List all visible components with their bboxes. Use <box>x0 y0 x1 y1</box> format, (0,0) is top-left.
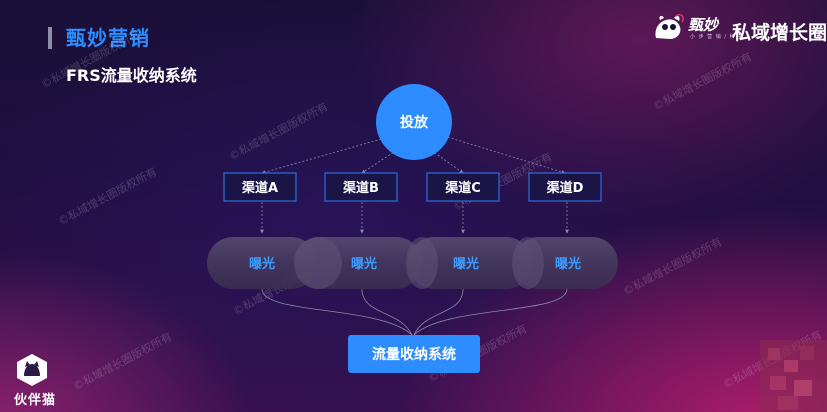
brand-name: 私域增长圈 <box>732 22 827 44</box>
exposure-tubes <box>207 237 618 289</box>
arrow-to-channel-d <box>443 135 566 174</box>
tube-overlap <box>294 237 342 289</box>
channel-box-c <box>426 172 500 202</box>
channel-boxes: 渠道A 渠道B 渠道C 渠道D <box>223 172 602 202</box>
source-label: 投放 <box>400 114 429 131</box>
converge-curves <box>261 288 568 336</box>
cat-badge-icon <box>17 354 47 386</box>
badge-text: 伙伴猫 <box>14 393 57 408</box>
page-title: 甄妙营销 <box>66 26 150 50</box>
channel-box-b <box>324 172 398 202</box>
exposure-label-a: 曝光 <box>249 256 275 272</box>
channel-box-d <box>528 172 602 202</box>
curve-b <box>361 288 413 336</box>
page-subtitle: FRS流量收纳系统 <box>66 66 197 85</box>
exposure-label-c: 曝光 <box>453 256 479 272</box>
curve-c <box>413 288 464 336</box>
channel-label-a: 渠道A <box>241 180 278 196</box>
arrow-to-channel-a <box>261 137 386 175</box>
channel-arrows <box>260 202 569 234</box>
tube-overlap <box>512 237 544 289</box>
exposure-label-d: 曝光 <box>555 256 581 272</box>
target-box <box>348 335 480 373</box>
target-label: 流量收纳系统 <box>372 346 456 363</box>
logo-text: 甄妙 <box>688 16 719 34</box>
title-accent-bar <box>48 27 52 49</box>
channel-label-d: 渠道D <box>546 180 584 196</box>
logo-tagline: 小 步 营 销 / 科 技 <box>690 34 745 40</box>
source-arrows <box>261 135 566 175</box>
curve-a <box>261 288 413 336</box>
exposure-label-b: 曝光 <box>351 256 377 272</box>
exposure-tube-c <box>408 237 532 289</box>
source-node <box>376 84 452 160</box>
tube-overlap <box>406 237 438 289</box>
curve-d <box>413 288 568 336</box>
pixelated-corner <box>760 340 827 412</box>
exposure-tube-a <box>207 237 317 289</box>
arrow-to-channel-b <box>361 147 401 174</box>
panda-logo-icon <box>655 13 684 39</box>
arrow-to-channel-c <box>427 147 464 174</box>
channel-label-b: 渠道B <box>342 180 379 196</box>
channel-box-a <box>223 172 297 202</box>
channel-label-c: 渠道C <box>444 180 481 196</box>
